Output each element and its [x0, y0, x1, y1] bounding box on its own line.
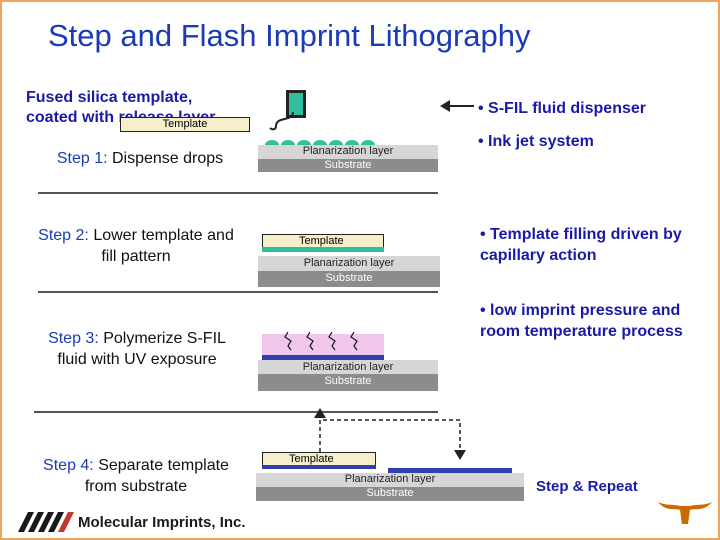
- fluid-drip-icon: [269, 111, 294, 131]
- step4-imprinted-pattern: [388, 468, 512, 473]
- step4-template: Template: [262, 452, 376, 466]
- bullet-capillary: • Template filling driven by capillary a…: [480, 226, 682, 264]
- bullet-low-pressure: • low imprint pressure and room temperat…: [480, 302, 683, 340]
- company-logo-icon: [18, 512, 74, 532]
- step-2-label: Step 2: Lower template and fill pattern: [38, 227, 234, 265]
- step1-substrate: Substrate: [258, 159, 438, 172]
- divider-2: [38, 291, 438, 293]
- longhorn-logo-icon: [658, 502, 712, 524]
- step-3-label: Step 3: Polymerize S-FIL fluid with UV e…: [48, 330, 226, 368]
- step4-substrate: Substrate: [256, 487, 524, 501]
- arrow-left-icon: [440, 100, 474, 112]
- company-name: Molecular Imprints, Inc.: [78, 514, 246, 531]
- step-1-label: Step 1: Dispense drops: [56, 150, 224, 167]
- repeat-arrows: [314, 408, 466, 460]
- template-piece: Template: [120, 117, 250, 132]
- step-4-label: Step 4: Separate template from substrate: [43, 457, 229, 495]
- step4-template-pattern: [262, 465, 376, 469]
- bullet-inkjet: • Ink jet system: [478, 133, 594, 150]
- divider-1: [38, 192, 438, 194]
- bullet-dispenser: • S-FIL fluid dispenser: [478, 100, 646, 117]
- step-repeat-label: Step & Repeat: [536, 478, 638, 495]
- step1-planarization-layer: Planarization layer: [258, 145, 438, 159]
- step2-planarization-layer: Planarization layer: [258, 256, 440, 271]
- dispenser-nozzle-icon: [286, 90, 306, 118]
- uv-light-icon: [284, 331, 358, 351]
- step3-pattern: [262, 355, 384, 360]
- step2-fluid-film: [262, 247, 384, 252]
- step4-planarization-layer: Planarization layer: [256, 473, 524, 487]
- step3-planarization-layer: Planarization layer: [258, 360, 438, 374]
- step2-substrate: Substrate: [258, 271, 440, 287]
- step2-template: Template: [262, 234, 384, 248]
- uv-exposure-region: [262, 334, 384, 356]
- step3-substrate: Substrate: [258, 374, 438, 391]
- divider-3: [34, 411, 438, 413]
- slide-title: Step and Flash Imprint Lithography: [48, 18, 531, 53]
